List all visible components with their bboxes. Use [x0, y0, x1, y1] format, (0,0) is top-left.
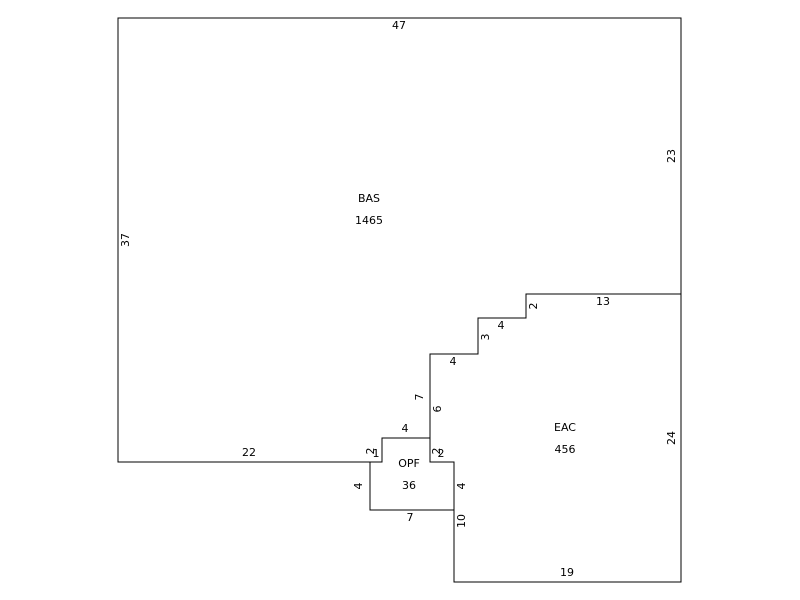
dim-shared-vertical: 6	[431, 406, 444, 413]
opf-area-sqft: 36	[402, 479, 416, 492]
dim-bas-top: 47	[392, 19, 406, 32]
dim-opf-right-upper: 2	[430, 448, 443, 455]
dim-eac-right: 24	[665, 431, 678, 445]
dim-opf-left-upper: 2	[364, 448, 377, 455]
eac-outline	[429, 293, 682, 583]
eac-area-sqft: 456	[555, 443, 576, 456]
dim-step-2-run: 4	[450, 355, 457, 368]
dim-bas-right: 23	[665, 149, 678, 163]
dim-eac-top: 13	[596, 295, 610, 308]
bas-area-sqft: 1465	[355, 214, 383, 227]
dim-step-3-rise: 7	[413, 394, 426, 401]
opf-outline	[369, 437, 455, 511]
dim-step-2-rise: 3	[479, 334, 492, 341]
dim-eac-bottom: 19	[560, 566, 574, 579]
dim-opf-bottom: 7	[407, 511, 414, 524]
dim-step-1-rise: 2	[527, 303, 540, 310]
dim-opf-top: 4	[402, 422, 409, 435]
dim-bas-left: 37	[119, 233, 132, 247]
opf-area-code: OPF	[398, 457, 420, 470]
dim-opf-right: 4	[455, 483, 468, 490]
bas-area-code: BAS	[358, 192, 380, 205]
dim-step-1-run: 4	[498, 319, 505, 332]
bas-outline	[117, 17, 682, 463]
eac-area-code: EAC	[554, 421, 576, 434]
dim-opf-right-stub: 2	[438, 447, 445, 460]
dim-opf-left-stub: 1	[373, 447, 380, 460]
dim-eac-left: 10	[455, 514, 468, 528]
dim-bas-bottom: 22	[242, 446, 256, 459]
dim-opf-left: 4	[352, 483, 365, 490]
